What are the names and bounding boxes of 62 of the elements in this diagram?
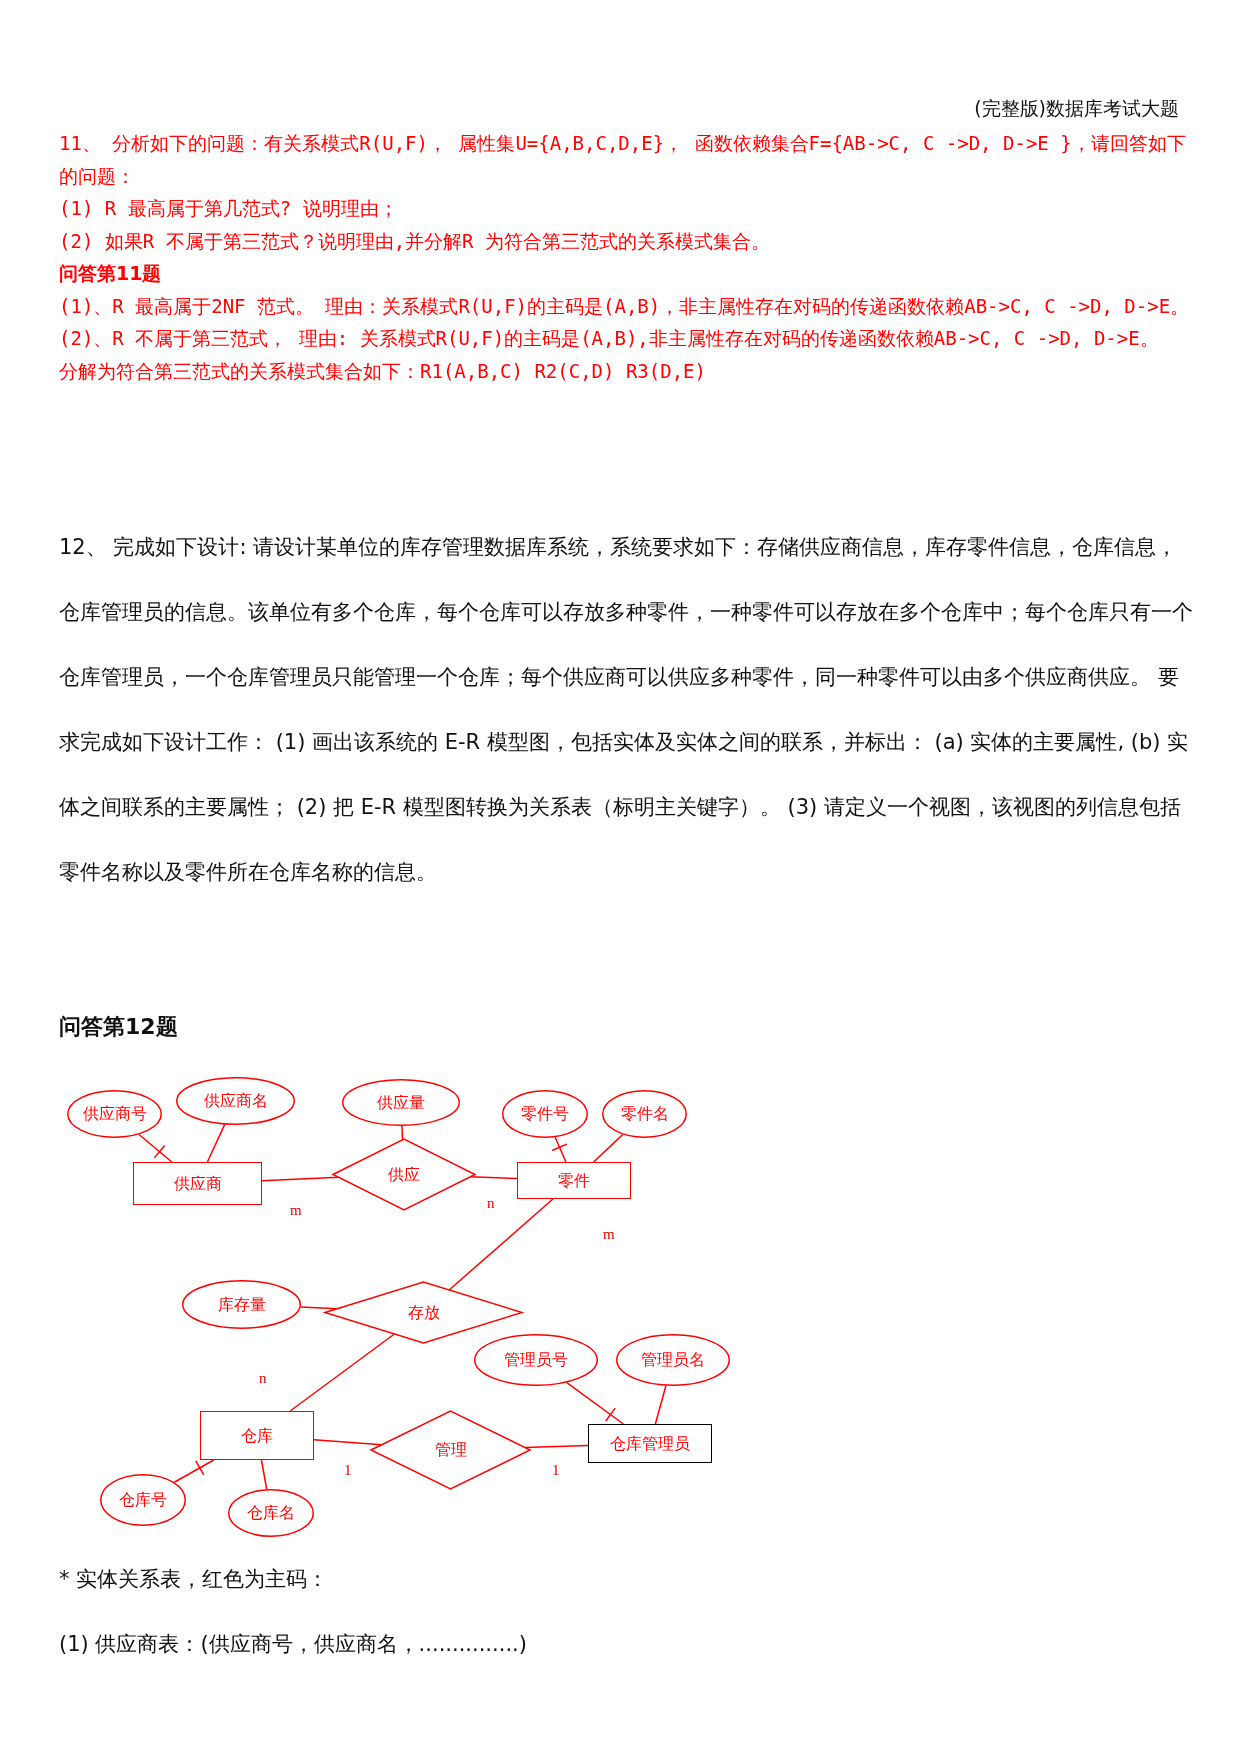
note-text: * 实体关系表，红色为主码： [59, 1566, 329, 1593]
relationship-name: 管理 [434, 1441, 467, 1459]
question-text: 12、 完成如下设计: 请设计某单位的库存管理数据库系统，系统要求如下：存储供应商信息，库存零件信息，仓库信息，仓库管理员的信息。该单位有多个仓库，每个仓库可以存放多种零件，一种零件可以存放在多个仓库中；每个仓库只有一个仓库管理员，一个仓库管理员只能管理一个仓库；每个供应商可以供应多种零件，同一种零件可以由多个供应商供应。 要求完成如下设计工作： (1) 画出该系统的 E-R 模型图，包括实体及实体之间的联系，并标出： (a) 实体的主要属性, (b) 实体之间联系的主要属性； (2) 把 E-R 模型图转换为关系表（标明主关键字）。 (3) 请定义一个视图，该视图的列信息包括零件名称以及零件所在仓库名称的信息。 [59, 534, 1194, 886]
connector-line [206, 1123, 226, 1163]
key-attribute-line [138, 1133, 173, 1163]
entity-box [133, 1162, 262, 1205]
relationship-name: 存放 [407, 1303, 440, 1322]
question-text: 11、 分析如下的问题：有关系模式R(U,F)， 属性集U={A,B,C,D,E}， 函数依赖集合F={AB->C, C ->D, D->E }，请回答如下的问题： [59, 131, 1187, 189]
attribute-name: 管理员号 [504, 1351, 568, 1369]
attribute-name: 供应商名 [203, 1092, 268, 1110]
attribute-ellipse [100, 1474, 186, 1526]
connector-line [654, 1385, 667, 1425]
answer-text: 分解为符合第三范式的关系模式集合如下：R1(A,B,C) R2(C,D) R3(D,E) [59, 358, 707, 384]
entity-box [588, 1424, 712, 1463]
connector-line [401, 1125, 404, 1141]
connector-line [469, 1176, 518, 1180]
relationship-diamond [325, 1282, 522, 1343]
answer-heading: 问答第12题 [59, 1013, 178, 1041]
connector-line [299, 1306, 338, 1310]
attribute-ellipse [602, 1090, 687, 1138]
connector-line [448, 1198, 554, 1291]
attribute-name: 库存量 [217, 1295, 266, 1314]
attribute-ellipse [182, 1280, 301, 1329]
key-attribute-line [551, 1136, 568, 1163]
attribute-name: 仓库号 [119, 1491, 167, 1509]
entity-name: 供应商 [173, 1174, 222, 1193]
attribute-ellipse [228, 1489, 314, 1537]
relationship-diamond [333, 1139, 475, 1210]
connector-line [261, 1176, 340, 1182]
attribute-ellipse [342, 1079, 460, 1126]
attribute-name: 供应商号 [82, 1105, 147, 1123]
entity-name: 零件 [558, 1171, 590, 1190]
key-attribute-line [173, 1459, 215, 1483]
key-attribute-line [566, 1381, 625, 1425]
page-header: (完整版)数据库考试大题 [974, 96, 1179, 121]
connector-line [524, 1444, 589, 1449]
table-text: (1) 供应商表：(供应商号，供应商名，...............) [59, 1631, 527, 1658]
attribute-ellipse [474, 1334, 598, 1386]
attribute-name: 零件名 [620, 1105, 669, 1123]
connector-line [289, 1333, 396, 1412]
question-text: (2) 如果R 不属于第三范式？说明理由,并分解R 为符合第三范式的关系模式集合。 [59, 228, 771, 254]
relationship-diamond [371, 1411, 530, 1489]
entity-box [517, 1162, 631, 1199]
attribute-ellipse [176, 1077, 295, 1125]
attribute-name: 管理员名 [641, 1351, 705, 1369]
attribute-name: 零件号 [521, 1105, 569, 1123]
entity-name: 仓库管理员 [610, 1434, 690, 1453]
question-text: (1) R 最高属于第几范式? 说明理由； [59, 196, 399, 221]
relationship-name: 供应 [388, 1165, 420, 1184]
attribute-ellipse [67, 1090, 162, 1138]
entity-box [200, 1411, 314, 1460]
entity-name: 仓库 [241, 1426, 273, 1445]
attribute-name: 供应量 [377, 1093, 425, 1112]
attribute-ellipse [616, 1334, 730, 1386]
connector-line [260, 1459, 268, 1490]
answer-heading: 问答第11题 [59, 261, 163, 286]
answer-text: (2)、R 不属于第三范式， 理由: 关系模式R(U,F)的主码是(A,B),非主属性存在对码的传递函数依赖AB->C, C ->D, D->E。 [59, 326, 1160, 351]
connector-line [592, 1133, 624, 1163]
attribute-name: 仓库名 [247, 1504, 295, 1522]
answer-text: (1)、R 最高属于2NF 范式。 理由：关系模式R(U,F)的主码是(A,B)，非主属性存在对码的传递函数依赖AB->C, C ->D, D->E。 [59, 293, 1191, 319]
connector-line [313, 1439, 383, 1446]
attribute-ellipse [502, 1090, 588, 1138]
